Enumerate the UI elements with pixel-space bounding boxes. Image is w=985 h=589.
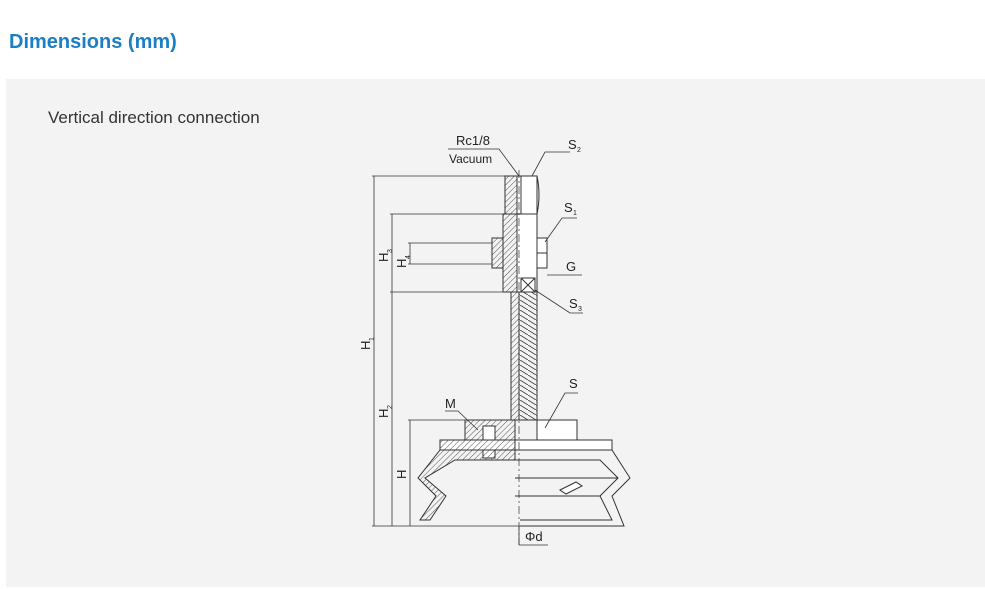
label-s3: S <box>569 296 578 311</box>
section-title: Dimensions (mm) <box>9 31 177 53</box>
label-h2: H <box>376 409 391 418</box>
label-h3-sub: 3 <box>387 249 394 253</box>
part-outline <box>417 170 631 545</box>
label-s1-sub: 1 <box>573 210 577 217</box>
label-h4-sub: 4 <box>405 255 412 259</box>
label-h3: H <box>376 253 391 262</box>
dimensions-panel: Vertical direction connection <box>6 79 985 587</box>
label-g: G <box>566 259 576 274</box>
label-phid: Φd <box>525 529 543 544</box>
label-s2: S <box>568 137 577 152</box>
panel-subtitle: Vertical direction connection <box>48 108 260 127</box>
label-h4: H <box>394 259 409 268</box>
label-m: M <box>445 396 456 411</box>
label-s: S <box>569 376 578 391</box>
label-s2-sub: 2 <box>577 147 581 154</box>
label-h1: H <box>358 341 373 350</box>
label-h2-sub: 2 <box>387 405 394 409</box>
label-rc: Rc1/8 <box>456 133 490 148</box>
label-h1-sub: 1 <box>369 337 376 341</box>
drawing-labels: Rc1/8 Vacuum S 2 S 1 G S 3 S M Φd H 1 H … <box>358 133 582 544</box>
label-s3-sub: 3 <box>578 306 582 313</box>
label-s1: S <box>564 200 573 215</box>
dimension-lines <box>372 148 583 546</box>
dimension-drawing: Rc1/8 Vacuum S 2 S 1 G S 3 S M Φd H 1 H … <box>358 133 631 546</box>
label-h: H <box>394 470 409 479</box>
label-vacuum: Vacuum <box>449 152 492 166</box>
